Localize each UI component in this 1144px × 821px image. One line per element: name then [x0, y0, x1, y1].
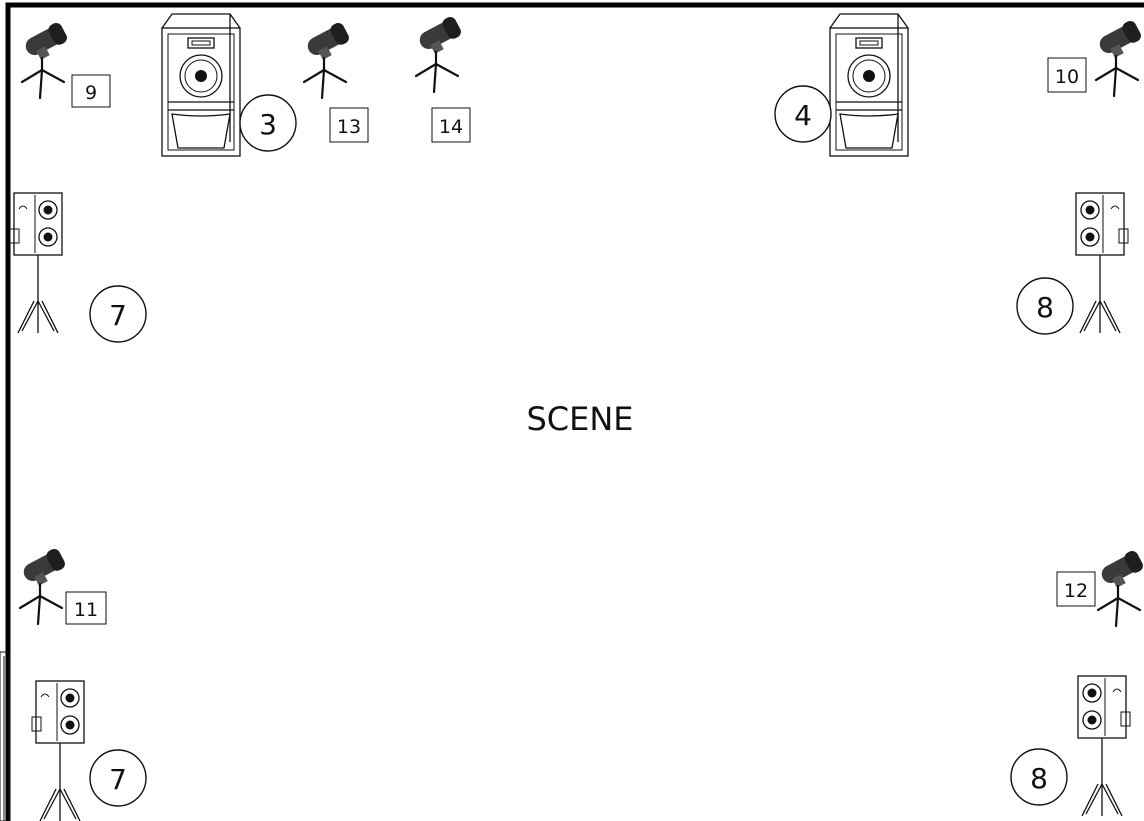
monitor-number: 7 [109, 299, 127, 332]
monitor-8-bottom: 8 [1010, 675, 1131, 817]
microphone-icon [18, 545, 71, 626]
monitor-number-marker: 8 [1016, 277, 1074, 335]
mic-10: 10 [1047, 17, 1144, 98]
monitor-speaker-icon [1077, 675, 1131, 817]
monitor-7-bottom: 7 [31, 680, 147, 821]
mic-number: 9 [85, 82, 97, 104]
speaker-number-marker: 3 [239, 94, 297, 152]
mic-12: 12 [1056, 547, 1144, 628]
mic-number-box: 11 [65, 591, 107, 625]
monitor-number: 8 [1036, 291, 1054, 324]
mic-number-box: 10 [1047, 57, 1087, 93]
speaker-icon [161, 13, 241, 157]
stage-border [5, 2, 1144, 821]
main-speaker-3: 3 [161, 13, 297, 157]
monitor-number-marker: 8 [1010, 748, 1068, 806]
monitor-number: 7 [109, 763, 127, 796]
main-speaker-4: 4 [774, 13, 909, 157]
mic-number-box: 12 [1056, 571, 1096, 607]
speaker-number: 4 [794, 99, 812, 132]
microphone-icon [1096, 547, 1144, 628]
mic-number: 13 [337, 116, 361, 138]
microphone-icon [302, 19, 355, 100]
mic-number-box: 14 [431, 107, 471, 143]
mic-number: 14 [439, 116, 463, 138]
mic-number: 12 [1064, 580, 1088, 602]
stage-label: SCENE [526, 400, 633, 438]
monitor-speaker-icon [9, 192, 63, 334]
speaker-number: 3 [259, 108, 277, 141]
microphone-icon [1094, 17, 1144, 98]
mic-number-box: 13 [329, 107, 369, 143]
mic-9: 9 [20, 19, 111, 108]
speaker-number-marker: 4 [774, 85, 832, 143]
mic-14: 14 [414, 13, 471, 143]
monitor-number-marker: 7 [89, 749, 147, 807]
mic-number: 10 [1055, 66, 1079, 88]
speaker-icon [829, 13, 909, 157]
monitor-speaker-icon [31, 680, 85, 821]
monitor-speaker-icon [1075, 192, 1129, 334]
microphone-icon [20, 19, 73, 100]
edge-object [0, 651, 10, 821]
mic-13: 13 [302, 19, 369, 143]
monitor-number-marker: 7 [89, 285, 147, 343]
microphone-icon [414, 13, 467, 94]
mic-11: 11 [18, 545, 107, 626]
mic-number-box: 9 [71, 74, 111, 108]
monitor-number: 8 [1030, 762, 1048, 795]
monitor-8-top: 8 [1016, 192, 1129, 335]
mic-number: 11 [74, 599, 98, 621]
monitor-7-top: 7 [9, 192, 147, 343]
